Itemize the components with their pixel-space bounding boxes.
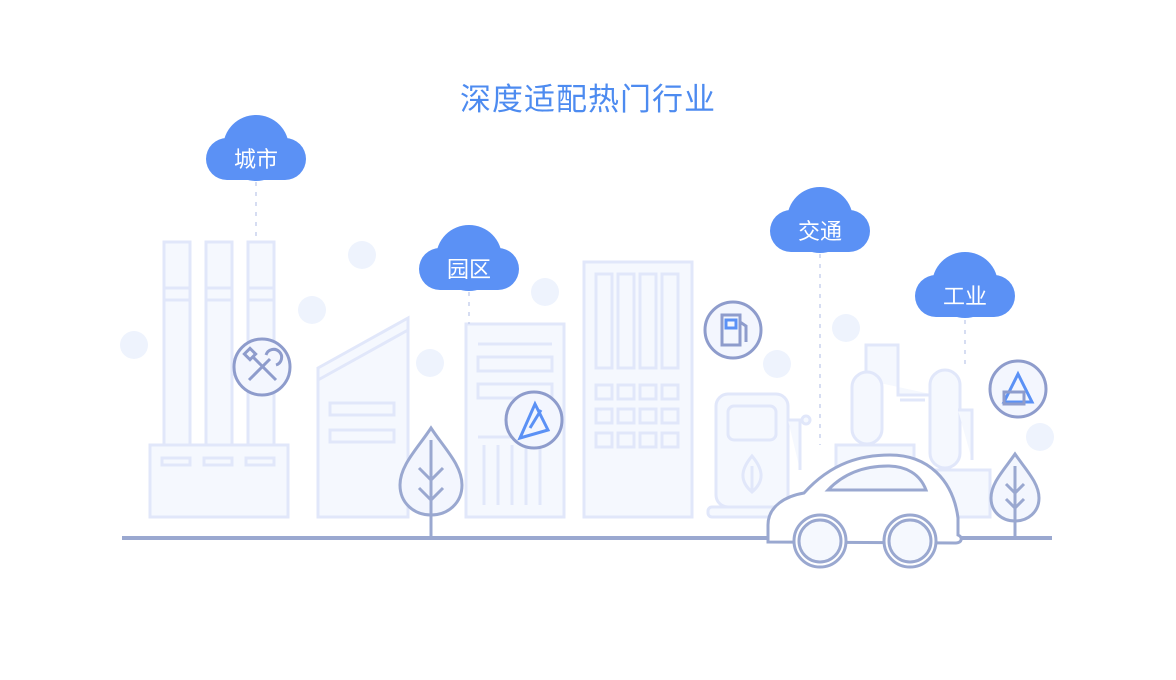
cloud-city bbox=[206, 115, 306, 181]
background-dots bbox=[120, 241, 1054, 451]
cloud-traffic bbox=[770, 187, 870, 253]
gas-pump bbox=[706, 392, 812, 519]
tree-left bbox=[398, 425, 464, 538]
cloud-park bbox=[419, 225, 519, 291]
cloud-label-traffic: 交通 bbox=[797, 220, 842, 245]
level-pencil-icon bbox=[504, 390, 564, 450]
tree-right bbox=[989, 451, 1041, 538]
wrench-screwdriver-icon bbox=[232, 337, 292, 397]
cloud-label-park: 园区 bbox=[446, 258, 491, 283]
tall-tower bbox=[582, 260, 694, 519]
connector-lines bbox=[255, 182, 966, 445]
slanted-building bbox=[316, 315, 410, 519]
fuel-pump-icon bbox=[703, 300, 763, 360]
factory-building bbox=[148, 240, 290, 519]
cloud-label-city: 城市 bbox=[233, 148, 278, 173]
car bbox=[766, 453, 963, 569]
cloud-label-industry: 工业 bbox=[942, 285, 987, 310]
cloud-industry bbox=[915, 252, 1015, 318]
page-title: 深度适配热门行业 bbox=[460, 82, 716, 118]
stacked-blocks-icon bbox=[988, 359, 1048, 419]
